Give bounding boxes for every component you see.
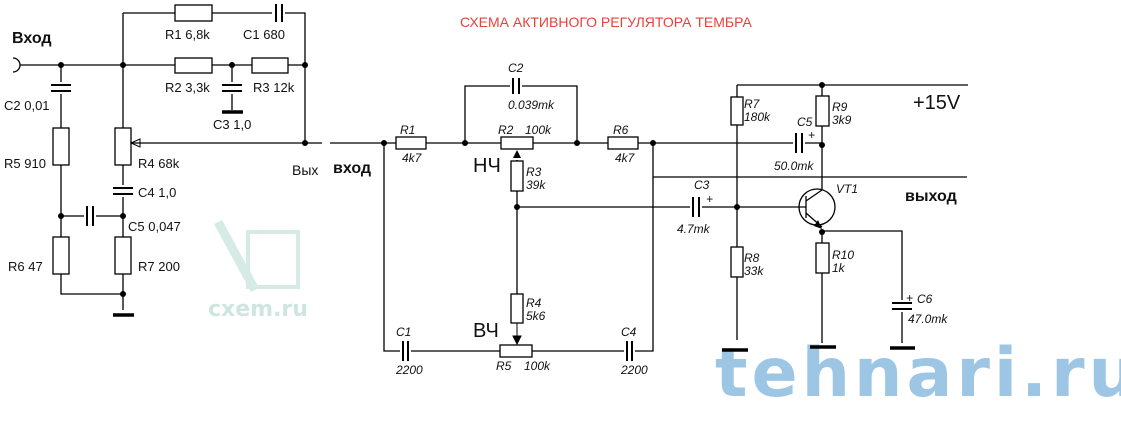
- label-r1-value: 4k7: [402, 151, 423, 165]
- label-r6-value: 4k7: [615, 151, 636, 165]
- resistor-r1: [174, 4, 213, 22]
- label-r6: R6 47: [8, 259, 43, 274]
- label-r3: R3 12k: [253, 80, 295, 95]
- label-r10-name: R10: [832, 248, 854, 262]
- left-passive-tone-circuit: Вход R1 6,8k C1 680 R2 3,3k R3 12k C3 1,…: [4, 4, 322, 317]
- resistor-r7: [730, 96, 744, 126]
- potentiometer-r2-bass: [500, 136, 534, 150]
- resistor-r8: [730, 246, 744, 278]
- label-r2-name: R2: [498, 123, 514, 137]
- label-c5-value: 50.0mk: [774, 159, 814, 173]
- label-c4-value: 2200: [620, 363, 648, 377]
- supply-voltage-label: +15V: [913, 92, 961, 114]
- tehnari-watermark-text: tehnari.ru: [715, 334, 1121, 413]
- label-c3-name: C3: [694, 178, 710, 192]
- resistor-r9: [815, 95, 830, 127]
- label-r10-value: 1k: [832, 261, 846, 275]
- label-c2-value: 0.039mk: [508, 98, 555, 112]
- label-r6-name: R6: [613, 123, 629, 137]
- resistor-r1: [395, 136, 427, 150]
- label-r1-name: R1: [400, 123, 415, 137]
- label-r9-value: 3k9: [832, 113, 852, 127]
- label-r5-value: 100k: [524, 359, 551, 373]
- resistor-r10: [815, 242, 830, 274]
- cxem-watermark: cxem.ru: [208, 219, 308, 322]
- label-r7-value: 180k: [744, 110, 771, 124]
- treble-label: ВЧ: [473, 320, 499, 342]
- potentiometer-r4: [114, 127, 132, 166]
- polarity-plus-c5: +: [808, 128, 815, 142]
- resistor-r4: [510, 293, 524, 324]
- input-label: Вход: [12, 30, 52, 47]
- label-r5-name: R5: [496, 359, 512, 373]
- label-r4: R4 68k: [138, 156, 180, 171]
- label-c1-value: 2200: [395, 363, 423, 377]
- label-r3-value: 39k: [526, 178, 546, 192]
- input-label: вход: [333, 160, 371, 177]
- label-c2: C2 0,01: [4, 98, 50, 113]
- label-c1: C1 680: [243, 27, 285, 42]
- polarity-plus-c6: +: [906, 291, 913, 305]
- label-r7-name: R7: [744, 97, 761, 111]
- input-jack-icon: [12, 57, 21, 73]
- right-active-tone-circuit: вход выход +15V НЧ ВЧ R1 4k7 C2 0.039mk …: [330, 61, 968, 377]
- output-label: Вых: [292, 162, 318, 178]
- label-r4-value: 5k6: [526, 309, 546, 323]
- label-r1: R1 6,8k: [165, 27, 210, 42]
- label-r8-value: 33k: [744, 264, 764, 278]
- resistor-r3: [510, 160, 524, 192]
- polarity-plus-c3: +: [706, 192, 713, 206]
- label-r3-name: R3: [526, 165, 542, 179]
- label-r4-name: R4: [526, 296, 542, 310]
- label-r7: R7 200: [138, 259, 180, 274]
- diagram-title: СХЕМА АКТИВНОГО РЕГУЛЯТОРА ТЕМБРА: [460, 14, 752, 30]
- label-c4-name: C4: [621, 325, 637, 339]
- label-r2: R2 3,3k: [165, 80, 210, 95]
- bass-label: НЧ: [473, 155, 501, 177]
- label-c6-name: C6: [917, 292, 933, 306]
- output-label: выход: [905, 188, 957, 205]
- label-c1-name: C1: [396, 325, 411, 339]
- label-c5: C5 0,047: [128, 219, 181, 234]
- cxem-watermark-text: cxem.ru: [208, 297, 308, 322]
- resistor-r3: [251, 57, 289, 74]
- label-c4: C4 1,0: [138, 185, 176, 200]
- wiper-arrow-icon: [512, 323, 522, 346]
- wiper-arrow-icon: [513, 150, 521, 158]
- label-vt1: VT1: [836, 182, 858, 196]
- label-r2-value: 100k: [525, 123, 552, 137]
- label-c3: C3 1,0: [213, 117, 251, 132]
- label-c5-name: C5: [797, 115, 813, 129]
- wiper-arrow-icon: [129, 138, 141, 148]
- transistor-vt1-icon: [798, 188, 836, 229]
- label-r5: R5 910: [4, 156, 46, 171]
- label-c6-value: 47.0mk: [908, 312, 948, 326]
- resistor-r2: [174, 57, 213, 74]
- resistor-r5: [52, 127, 70, 166]
- resistor-r6: [607, 136, 639, 150]
- label-c2-name: C2: [508, 61, 524, 75]
- label-r9-name: R9: [832, 100, 848, 114]
- resistor-r6: [52, 236, 70, 275]
- potentiometer-r5-treble: [499, 344, 533, 358]
- resistor-r7: [114, 236, 132, 275]
- label-c3-value: 4.7mk: [677, 222, 711, 236]
- label-r8-name: R8: [744, 251, 760, 265]
